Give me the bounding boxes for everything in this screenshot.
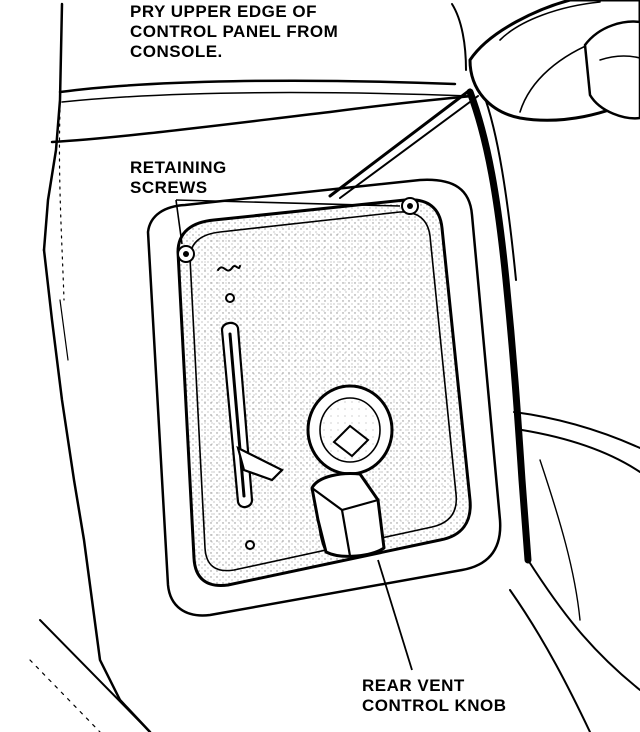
screws-leader-lines xyxy=(175,199,401,245)
retaining-screws-line-1: RETAINING xyxy=(130,158,227,177)
rear-vent-control-knob xyxy=(310,472,386,558)
rear-vent-knob-label: REAR VENT CONTROL KNOB xyxy=(362,676,507,716)
vent-knob-socket xyxy=(306,384,394,476)
retaining-screw-right xyxy=(401,197,419,215)
rear-vent-knob-line-1: REAR VENT xyxy=(362,676,465,695)
retaining-screws-line-2: SCREWS xyxy=(130,178,208,197)
console-body xyxy=(29,2,640,732)
retaining-screws-label: RETAINING SCREWS xyxy=(130,158,227,198)
lower-indicator-icon xyxy=(245,540,255,550)
heat-symbol-icon xyxy=(217,265,241,272)
pry-instruction-line-3: CONSOLE. xyxy=(130,42,223,61)
retaining-screw-left xyxy=(177,245,195,263)
fan-indicator-icon xyxy=(225,293,235,303)
knob-leader-line xyxy=(377,559,413,671)
pry-instruction-line-2: CONTROL PANEL FROM xyxy=(130,22,339,41)
rear-vent-knob-line-2: CONTROL KNOB xyxy=(362,696,507,715)
pry-instruction-line-1: PRY UPPER EDGE OF xyxy=(130,2,318,21)
pry-instruction-label: PRY UPPER EDGE OF CONTROL PANEL FROM CON… xyxy=(130,2,338,62)
temperature-slider xyxy=(220,321,284,509)
screwdriver xyxy=(328,0,640,199)
